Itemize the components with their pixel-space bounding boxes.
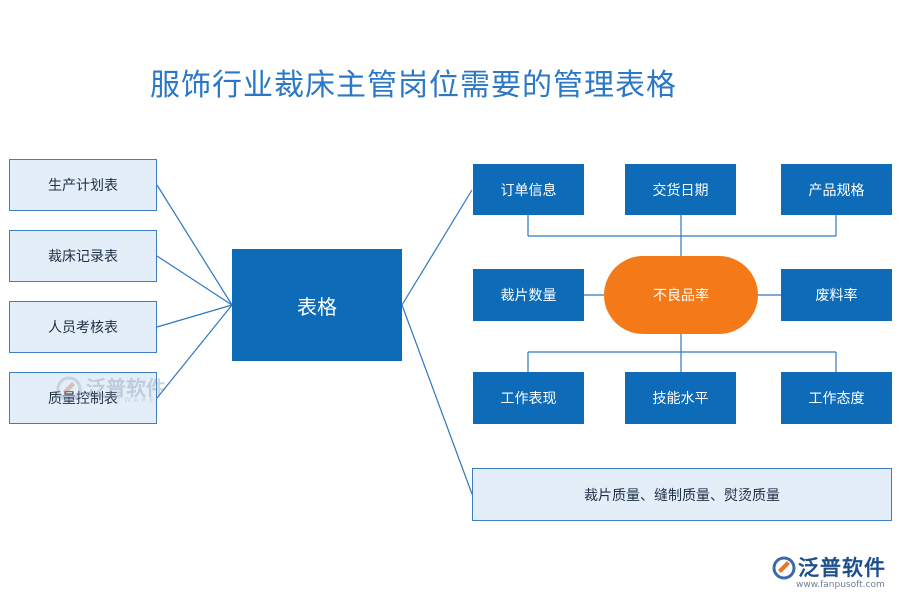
brand-logo-icon [772, 556, 796, 580]
connector-right-bottom [401, 304, 473, 495]
node-work-performance: 工作表现 [473, 372, 584, 424]
node-skill-level: 技能水平 [625, 372, 736, 424]
connector-left-4 [156, 304, 233, 399]
left-item-quality-control: 质量控制表 [9, 372, 157, 424]
left-item-cutting-record: 裁床记录表 [9, 230, 157, 282]
left-item-production-plan: 生产计划表 [9, 159, 157, 211]
node-defect-rate: 不良品率 [604, 256, 758, 334]
brand-logo: 泛普软件 www.fanpusoft.com [770, 552, 895, 596]
brand-logo-text: 泛普软件 [798, 556, 886, 580]
node-scrap-rate: 废料率 [781, 269, 892, 321]
center-node: 表格 [232, 249, 402, 361]
connector-left-3 [156, 304, 233, 328]
connector-left-2 [156, 255, 233, 306]
diagram-title: 服饰行业裁床主管岗位需要的管理表格 [150, 68, 677, 103]
connector-left-1 [156, 184, 233, 306]
node-product-spec: 产品规格 [781, 164, 892, 215]
node-order-info: 订单信息 [473, 164, 584, 215]
node-work-attitude: 工作态度 [781, 372, 892, 424]
node-quality-summary: 裁片质量、缝制质量、熨烫质量 [472, 468, 892, 521]
left-item-staff-assessment: 人员考核表 [9, 301, 157, 353]
connector-right-top [401, 189, 473, 306]
node-cut-piece-count: 裁片数量 [473, 269, 584, 321]
brand-logo-url: www.fanpusoft.com [796, 580, 885, 590]
node-delivery-date: 交货日期 [625, 164, 736, 215]
